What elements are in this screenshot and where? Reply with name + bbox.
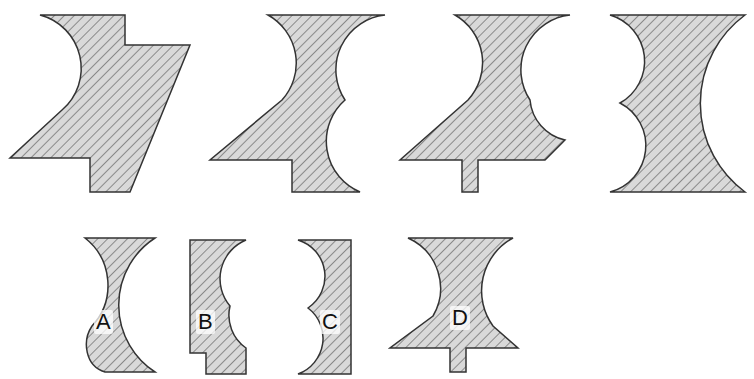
hatched-outline (188, 238, 253, 376)
hatched-outline (80, 236, 160, 376)
option-shape: A (80, 236, 160, 376)
figure-4 (610, 15, 745, 192)
option-letter: D (450, 306, 470, 330)
figure-1 (10, 15, 190, 192)
option-outline (390, 238, 518, 372)
option-outline (85, 238, 155, 372)
figure-3 (400, 15, 570, 192)
option-shape: C (288, 238, 353, 376)
figure-2 (210, 15, 385, 192)
option-shape: B (188, 238, 253, 376)
option-letter: B (196, 310, 215, 334)
hatched-outline (288, 238, 353, 376)
option-letter: C (320, 310, 340, 334)
option-shape: D (388, 236, 523, 376)
option-letter: A (94, 310, 113, 334)
option-outline (298, 240, 351, 374)
option-outline (190, 240, 246, 374)
